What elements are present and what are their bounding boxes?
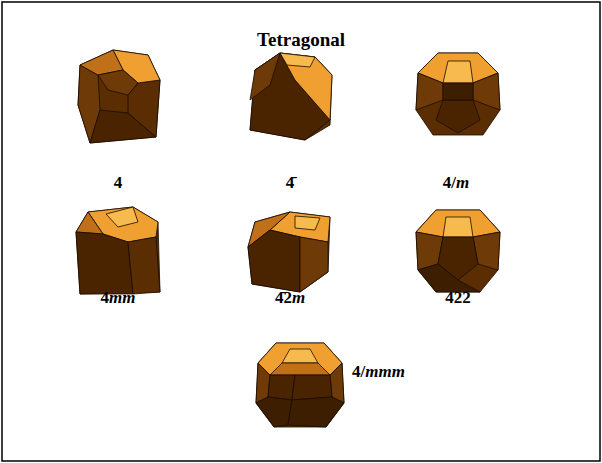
crystal-face [78, 50, 160, 143]
crystal-face [280, 53, 315, 67]
label-run: mm [109, 288, 135, 307]
class-label: 4 [114, 173, 123, 193]
crystal-face [288, 397, 344, 427]
crystal-face [98, 70, 138, 95]
crystal-face [248, 212, 330, 292]
crystal-face [443, 83, 473, 100]
crystal-face [295, 216, 320, 230]
label-run: 422 [445, 288, 471, 307]
label-run: 4̄ [286, 173, 295, 192]
crystal-face [282, 349, 318, 363]
crystal-face [416, 210, 500, 292]
crystal-face [256, 397, 292, 427]
crystal-figure [416, 53, 500, 135]
crystal-face [416, 53, 500, 135]
crystal-face [292, 375, 332, 400]
class-label: 4mm [101, 288, 136, 308]
label-run: 4̄2 [275, 288, 292, 307]
class-label: 422 [445, 288, 471, 308]
crystal-face [416, 73, 443, 110]
crystal-figure [76, 207, 160, 294]
label-run: 4 [101, 288, 110, 307]
label-run: 4/ [443, 173, 456, 192]
crystal-face [250, 53, 280, 100]
class-label: 4/m [443, 173, 469, 193]
crystal-face [76, 207, 160, 294]
crystal-face [128, 237, 160, 294]
crystal-figure [256, 343, 344, 427]
crystal-figure [78, 50, 160, 143]
class-label: 4̄ [286, 173, 295, 193]
crystal-face [250, 53, 332, 140]
crystal-face [106, 207, 138, 227]
crystal-figure [248, 212, 330, 292]
label-run: mmm [365, 362, 405, 381]
crystal-face [436, 100, 480, 133]
crystal-face [256, 343, 344, 427]
crystal-figure [250, 53, 332, 140]
label-run: 4/ [352, 362, 365, 381]
crystal-face [258, 343, 342, 375]
label-run: m [456, 173, 469, 192]
crystal-face [280, 53, 332, 120]
title: Tetragonal [257, 29, 345, 51]
crystal-face [418, 264, 480, 292]
crystal-face [268, 375, 295, 400]
crystal-figure [416, 210, 500, 292]
crystal-face [300, 237, 328, 292]
crystal-face [76, 212, 103, 234]
label-run: m [292, 288, 305, 307]
crystal-face [416, 210, 500, 237]
class-label: 4̄2m [275, 288, 305, 308]
crystal-face [443, 61, 473, 83]
crystal-face [270, 363, 330, 375]
crystal-face [443, 217, 473, 237]
class-label: 4/mmm [352, 362, 405, 382]
label-run: 4 [114, 173, 123, 192]
crystal-face [473, 73, 500, 110]
crystal-face [76, 232, 133, 294]
crystal-face [248, 230, 300, 292]
